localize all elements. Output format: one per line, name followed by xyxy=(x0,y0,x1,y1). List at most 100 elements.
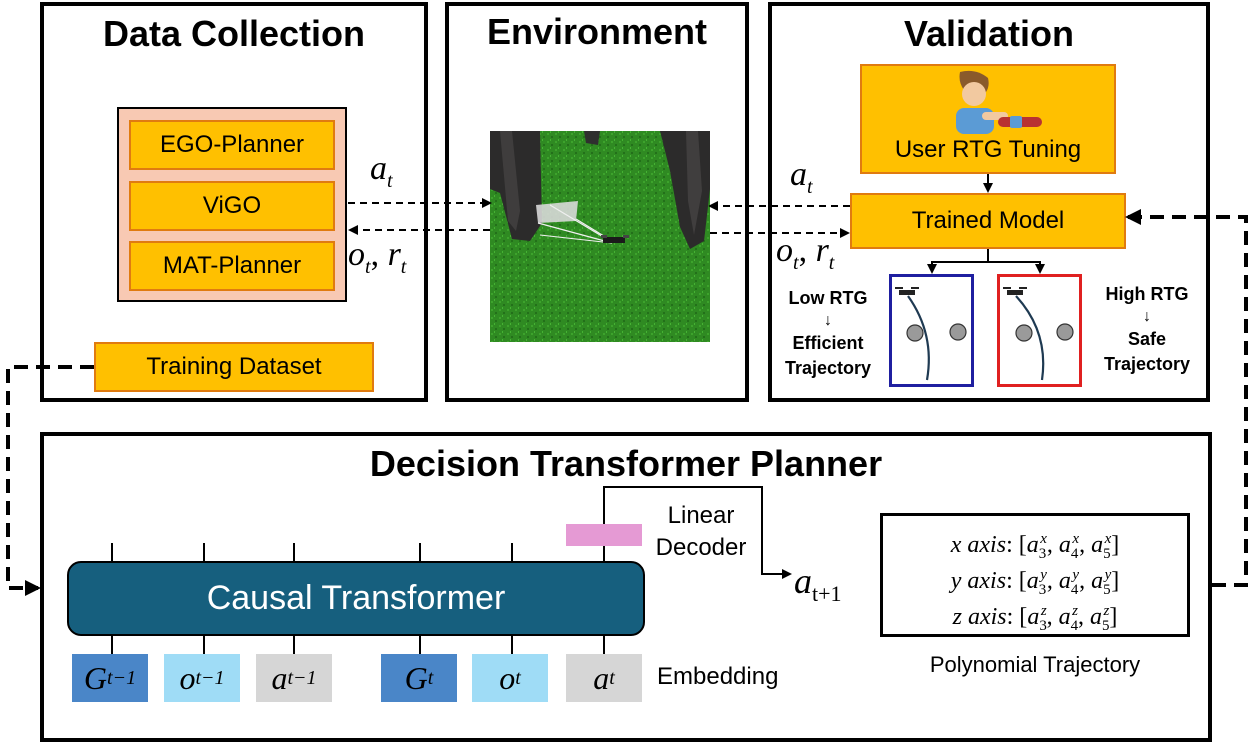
linear-decoder-line1: Linear xyxy=(667,502,735,529)
polynomial-trajectory-label: Polynomial Trajectory xyxy=(929,652,1141,677)
output-action-sub: t+1 xyxy=(812,581,842,607)
decision-transformer-title: Decision Transformer Planner xyxy=(369,443,883,484)
coef-base: a xyxy=(1058,568,1071,594)
coef-sup: y xyxy=(1072,567,1080,583)
token-base: o xyxy=(499,659,516,696)
causal-transformer-label: Causal Transformer xyxy=(206,579,506,617)
planner-item-ego: EGO-Planner xyxy=(129,120,335,170)
linear-decoder-block xyxy=(566,524,642,546)
token-base: o xyxy=(179,659,196,696)
drone-icon-high xyxy=(1003,287,1027,295)
planner-item-vigo: ViGO xyxy=(129,181,335,231)
token-base: G xyxy=(404,659,428,696)
coef-sup: z xyxy=(1103,603,1110,619)
training-dataset-box: Training Dataset xyxy=(94,342,374,392)
reward-sub: t xyxy=(400,255,407,278)
environment-sim-image xyxy=(490,131,710,342)
high-rtg-trajectory-panel xyxy=(997,274,1082,387)
drone-icon-low xyxy=(895,287,919,295)
embedding-label: Embedding xyxy=(657,663,779,690)
coef-sub: 5 xyxy=(1102,617,1110,634)
action-base: a xyxy=(790,156,807,193)
reward-base: r xyxy=(815,232,829,269)
linear-decoder-label: Linear Decoder xyxy=(655,500,747,564)
coef-sup: x xyxy=(1104,531,1112,547)
coef-sub: 4 xyxy=(1070,581,1079,598)
token-sub: t xyxy=(427,666,434,689)
output-action-base: a xyxy=(794,561,812,601)
coef-base: a xyxy=(1026,568,1039,594)
low-rtg-trajectory-panel xyxy=(889,274,974,387)
coef-sub: 3 xyxy=(1038,545,1047,562)
validation-title: Validation xyxy=(903,13,1075,54)
low-rtg-label: Low RTG xyxy=(788,288,868,308)
poly-row-x: x axis: [a3x, a4x, a5x] xyxy=(950,531,1120,562)
coef-base: a xyxy=(1091,568,1104,594)
token-base: a xyxy=(593,659,610,696)
coef-sup: x xyxy=(1072,531,1080,547)
coef-sup: y xyxy=(1040,567,1047,583)
token-sub: t−1 xyxy=(287,666,317,689)
coef-base: a xyxy=(1058,532,1071,558)
coef-sup: z xyxy=(1040,603,1047,619)
planner-item-mat: MAT-Planner xyxy=(129,241,335,291)
token-sub: t xyxy=(609,666,615,689)
obs-sub: t xyxy=(365,255,371,278)
environment-title: Environment xyxy=(486,11,708,52)
obs-reward-label-left: ot, rt xyxy=(348,236,407,278)
high-rtg-label: High RTG xyxy=(1105,284,1189,304)
obs-base: o xyxy=(776,232,793,269)
poly-axis-label: x axis xyxy=(950,532,1007,558)
coef-base: a xyxy=(1058,604,1071,630)
token-sub: t xyxy=(515,666,521,689)
coef-sub: 4 xyxy=(1070,545,1079,562)
coef-sup: y xyxy=(1104,567,1112,583)
coef-sub: 5 xyxy=(1103,581,1111,598)
poly-row-z: z axis: [a3z, a4z, a5z] xyxy=(952,603,1118,634)
linear-decoder-line2: Decoder xyxy=(655,534,747,561)
token-sub: t−1 xyxy=(107,666,137,689)
action-base: a xyxy=(370,150,387,187)
action-label-right: at xyxy=(790,156,813,199)
coef-sub: 3 xyxy=(1038,581,1047,598)
user-rtg-tuning-label: User RTG Tuning xyxy=(894,136,1082,163)
coef-sup: z xyxy=(1072,603,1078,619)
causal-transformer-block: Causal Transformer xyxy=(67,561,645,636)
high-rtg-note: High RTG ↓ Safe Trajectory xyxy=(1090,282,1204,377)
coef-base: a xyxy=(1027,604,1040,630)
low-rtg-note: Low RTG ↓ Efficient Trajectory xyxy=(772,286,884,381)
trajectory-sketches xyxy=(895,287,1074,381)
obs-base: o xyxy=(348,236,365,273)
high-rtg-arrow: ↓ xyxy=(1143,308,1151,325)
reward-sub: t xyxy=(828,251,835,274)
coef-base: a xyxy=(1090,604,1102,630)
token-sub: t−1 xyxy=(195,666,225,689)
coef-sub: 5 xyxy=(1103,545,1111,562)
coef-base: a xyxy=(1091,532,1104,558)
poly-axis-label: y axis xyxy=(950,568,1007,594)
poly-axis-label: z axis xyxy=(952,604,1007,630)
high-rtg-trajectory: Trajectory xyxy=(1103,354,1191,374)
token-base: G xyxy=(83,659,108,696)
low-rtg-arrow: ↓ xyxy=(824,312,832,329)
obs-sub: t xyxy=(793,251,799,274)
data-collection-title: Data Collection xyxy=(102,13,366,54)
coef-sup: x xyxy=(1040,531,1047,547)
low-rtg-efficient: Efficient xyxy=(792,333,864,353)
poly-row-y: y axis: [a3y, a4y, a5y] xyxy=(950,567,1120,598)
output-action-label: at+1 xyxy=(794,560,842,607)
coef-sub: 4 xyxy=(1070,617,1079,634)
reward-base: r xyxy=(387,236,401,273)
coef-base: a xyxy=(1026,532,1039,558)
trained-model-box: Trained Model xyxy=(850,193,1126,249)
token-base: a xyxy=(271,659,288,696)
obs-reward-label-right: ot, rt xyxy=(776,232,835,274)
action-sub: t xyxy=(807,175,813,198)
coef-sub: 3 xyxy=(1039,617,1047,634)
